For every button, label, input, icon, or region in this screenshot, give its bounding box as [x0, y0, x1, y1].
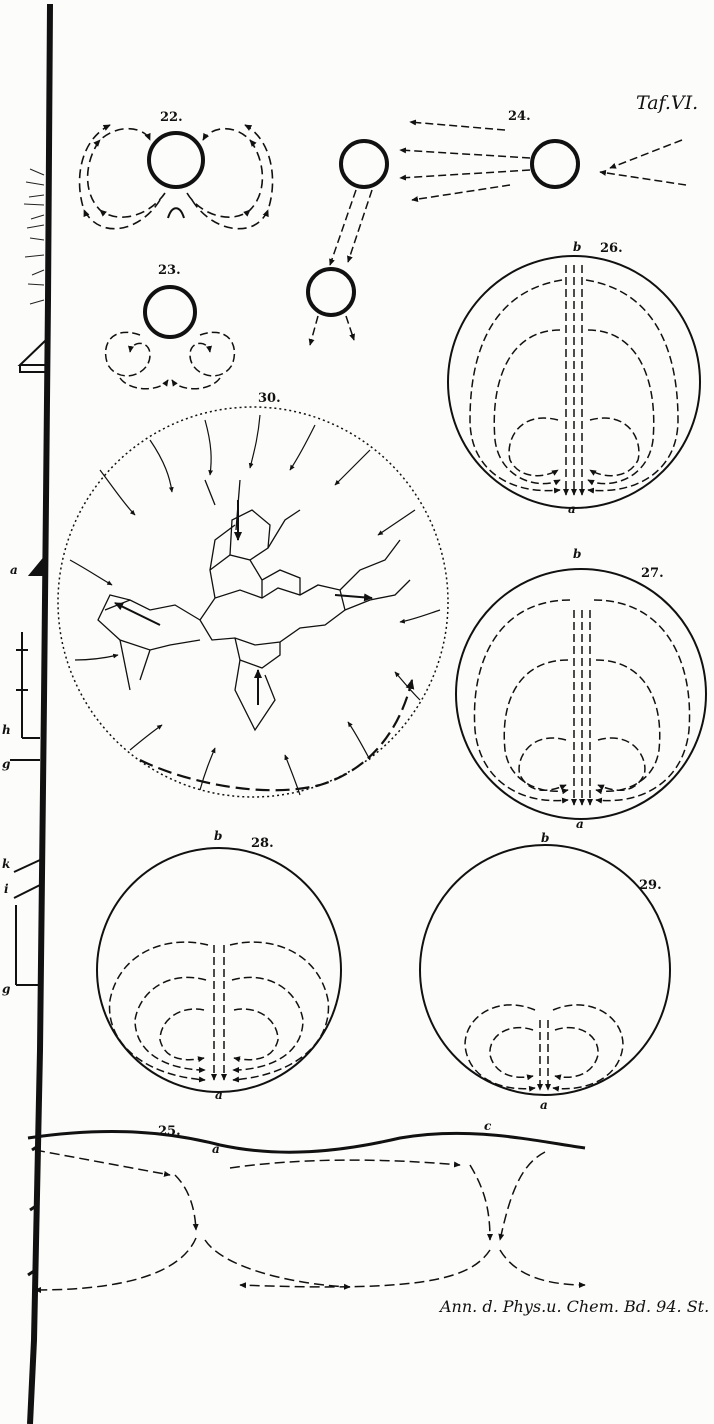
- fig-30-diagram: [58, 407, 448, 797]
- margin-letter-i: i: [4, 882, 9, 896]
- margin-letter-k: k: [2, 857, 10, 871]
- fig-26-letter-a: a: [568, 502, 576, 516]
- fig-27-letter-a: a: [576, 817, 584, 831]
- fig-25-letter-c: c: [484, 1119, 491, 1133]
- margin-letter-h: h: [2, 723, 11, 737]
- fig-29-diagram: [420, 845, 670, 1095]
- fig-25-letter-a: a: [212, 1142, 220, 1156]
- fig-30-number: 30.: [258, 391, 281, 406]
- fig-28-diagram: [97, 848, 341, 1092]
- footer-citation: Ann. d. Phys.u. Chem. Bd. 94. St. 3.: [440, 1297, 714, 1316]
- fig-26-letter-b: b: [573, 240, 581, 254]
- margin-letter-g2: g: [2, 982, 10, 996]
- fig-27-letter-b: b: [573, 547, 581, 561]
- plate-title: Taf.VI.: [636, 92, 698, 114]
- fig-23-number: 23.: [158, 263, 181, 278]
- fig-27-diagram: [456, 569, 706, 819]
- fig-25-number: 25.: [158, 1124, 181, 1139]
- fig-28-letter-a: a: [215, 1088, 223, 1102]
- fig-28-number: 28.: [251, 836, 274, 851]
- fig-25-diagram: [28, 1132, 585, 1290]
- fig-29-letter-b: b: [541, 831, 549, 845]
- fig-27-number: 27.: [641, 566, 664, 581]
- fig-22-diagram: [80, 125, 273, 229]
- fig-23-diagram: [106, 287, 235, 389]
- fig-26-number: 26.: [600, 241, 623, 256]
- margin-letter-a: a: [10, 563, 18, 577]
- fig-24-number: 24.: [508, 109, 531, 124]
- fig-28-letter-b: b: [214, 829, 222, 843]
- margin-letter-g1: g: [2, 757, 10, 771]
- fig-22-number: 22.: [160, 110, 183, 125]
- fig-24-diagram: [308, 122, 686, 345]
- fig-29-number: 29.: [639, 878, 662, 893]
- binding-edge: [10, 4, 50, 1424]
- fig-26-diagram: [448, 256, 700, 508]
- fig-29-letter-a: a: [540, 1098, 548, 1112]
